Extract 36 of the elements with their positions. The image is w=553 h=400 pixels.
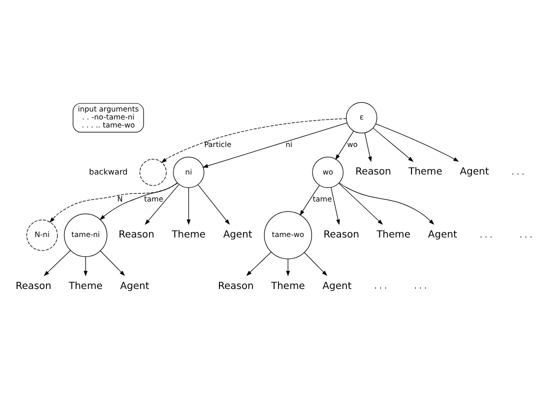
- arrow: [50, 182, 178, 223]
- arrow: [286, 258, 290, 276]
- node-text: Reason: [118, 230, 154, 241]
- node-text: Theme: [408, 166, 442, 178]
- arrow: [304, 252, 328, 276]
- arrow: [246, 252, 272, 276]
- node-text: Theme: [271, 280, 305, 292]
- node-text: Reason: [218, 280, 254, 292]
- node-text: Agent: [223, 230, 252, 241]
- arrow: [198, 184, 230, 225]
- node-text: Theme: [376, 230, 410, 241]
- arrow: [339, 182, 434, 225]
- arrow: [161, 118, 346, 164]
- node-text: Agent: [428, 230, 458, 241]
- arrow: [375, 124, 459, 162]
- node-text: Reason: [16, 280, 52, 292]
- node-text: Agent: [322, 280, 352, 292]
- node-text: Reason: [323, 230, 360, 241]
- arrow: [364, 132, 372, 162]
- arrow: [186, 187, 191, 225]
- node-text: Reason: [355, 166, 392, 178]
- arrow: [84, 256, 88, 276]
- node-text: Theme: [172, 230, 206, 241]
- node-text: Theme: [68, 280, 103, 292]
- arrow: [44, 250, 71, 276]
- arrow: [335, 130, 354, 160]
- arrow: [300, 185, 320, 216]
- arrow: [100, 182, 178, 220]
- arrow: [372, 128, 414, 162]
- arrow: [144, 184, 180, 225]
- arrow: [338, 183, 383, 225]
- node-text: Agent: [120, 280, 150, 292]
- node-text: Agent: [460, 166, 489, 178]
- arrow: [330, 187, 340, 226]
- arrow: [202, 122, 348, 168]
- arrow: [100, 250, 125, 276]
